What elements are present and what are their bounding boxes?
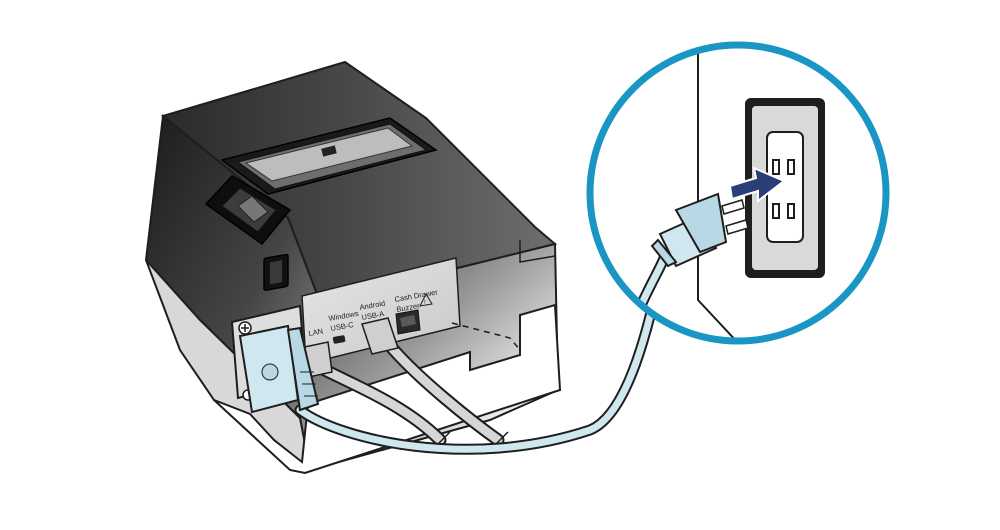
tray-dashed-outline <box>451 322 521 351</box>
power-plug <box>650 192 749 268</box>
usb-c-port <box>332 335 346 344</box>
lan-label: LAN <box>308 327 324 338</box>
wall-edge <box>697 45 741 341</box>
plug-prong-top <box>721 199 745 215</box>
warning-symbol: ! <box>424 300 426 306</box>
port-labels: LAN Windows USB-C Android USB-A Cash Dra… <box>308 287 439 338</box>
power-cord-connector <box>238 324 320 414</box>
callout-ring <box>586 41 890 345</box>
data-cables <box>299 317 509 449</box>
usb-a-plug <box>361 317 399 355</box>
android-usba-label: USB-A <box>361 309 385 322</box>
power-switch <box>263 253 289 291</box>
insert-arrow-icon <box>728 166 786 204</box>
android-label: Android <box>359 299 386 312</box>
cover-release-button <box>204 175 292 246</box>
plug-prong-bottom <box>725 219 749 235</box>
printer: LAN Windows USB-C Android USB-A Cash Dra… <box>144 60 562 475</box>
printer-stand <box>213 303 562 475</box>
wall-outlet <box>745 98 825 278</box>
outlet-callout <box>586 41 890 345</box>
windows-usbc-label: USB-C <box>330 320 355 333</box>
warning-icon: ! <box>419 292 433 307</box>
